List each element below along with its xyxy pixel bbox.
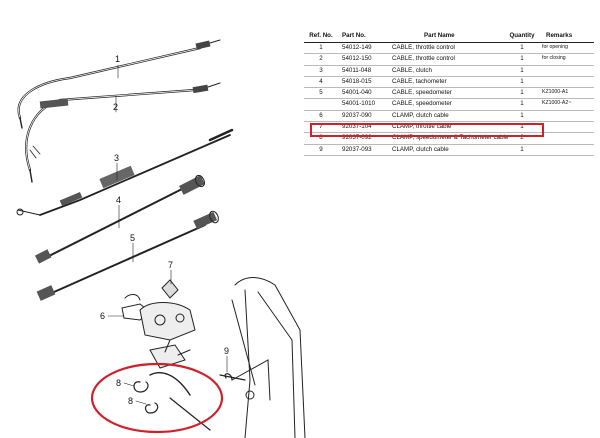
callout-5: 5 <box>130 233 135 243</box>
callout-4: 4 <box>116 195 121 205</box>
row-quantity: 1 <box>520 123 524 131</box>
table-row: 3 54011-048 CABLE, clutch 1 <box>304 66 594 77</box>
table-row: 4 54018-015 CABLE, tachometer 1 <box>304 77 594 89</box>
row-part-no: 54001-040 <box>342 89 372 97</box>
row-quantity: 1 <box>520 66 524 74</box>
row-ref: 4 <box>319 77 323 85</box>
header-quantity: Quantity <box>509 32 535 39</box>
highlight-ellipse <box>90 362 224 434</box>
row-part-no: 54011-048 <box>342 66 372 74</box>
table-row: 5 54001-040 CABLE, speedometer 1 KZ1000-A1 <box>304 88 594 100</box>
row-part-name: CABLE, tachometer <box>392 77 447 85</box>
table-header: Ref. No. Part No. Part Name Quantity Rem… <box>304 30 594 43</box>
throttle-cable-opening <box>17 39 221 129</box>
highlight-box <box>310 123 544 137</box>
row-part-name: CABLE, clutch <box>392 66 432 74</box>
row-ref: 8 <box>319 134 323 142</box>
row-part-name: CABLE, throttle control <box>392 55 455 63</box>
callout-leaders <box>107 64 228 405</box>
row-part-no: 54012-150 <box>342 55 372 63</box>
table-row: 1 54012-149 CABLE, throttle control 1 for op… <box>304 43 594 55</box>
parts-table: Ref. No. Part No. Part Name Quantity Rem… <box>304 30 594 156</box>
motorcycle-frame <box>219 277 306 438</box>
tachometer-cable <box>34 174 205 264</box>
clamp-8-rings <box>133 373 233 414</box>
callout-2: 2 <box>113 102 118 112</box>
row-quantity: 1 <box>520 55 524 63</box>
row-remarks: for opening <box>542 44 568 50</box>
table-row: 6 92037-090 CLAMP, clutch cable 1 <box>304 111 594 123</box>
callout-7: 7 <box>168 260 173 270</box>
engine-clamp-area <box>121 279 211 431</box>
row-part-name: CABLE, throttle control <box>392 44 455 51</box>
row-quantity: 2 <box>520 134 524 142</box>
throttle-cable-closing <box>25 82 221 183</box>
row-quantity: 1 <box>520 100 524 108</box>
table-row: 7 92037-104 CLAMP, throttle cable 1 <box>304 122 594 134</box>
row-quantity: 1 <box>520 44 524 51</box>
row-quantity: 1 <box>520 77 524 85</box>
row-part-name: CLAMP, clutch cable <box>392 111 449 119</box>
row-part-no: 92037-104 <box>342 123 372 131</box>
header-part-name: Part Name <box>424 32 455 39</box>
row-ref: 2 <box>319 55 323 63</box>
table-row: 8 92037-092 CLAMP, speedometer & Tachomete… <box>304 133 594 145</box>
row-remarks: KZ1000-A1 <box>542 89 569 96</box>
row-part-no: 92037-092 <box>342 134 372 142</box>
row-remarks: for closing <box>542 55 566 62</box>
row-remarks: KZ1000-A2~ <box>542 100 572 107</box>
row-ref: 3 <box>319 66 323 74</box>
callout-3: 3 <box>114 153 119 163</box>
callout-9: 9 <box>224 346 229 356</box>
table-row: 2 54012-150 CABLE, throttle control 1 for cl… <box>304 54 594 66</box>
row-ref: 7 <box>319 123 323 131</box>
row-part-no: 54018-015 <box>342 77 372 85</box>
row-ref: 1 <box>319 44 323 51</box>
row-quantity: 1 <box>520 145 524 153</box>
row-part-no: 92037-090 <box>342 111 372 119</box>
row-quantity: 1 <box>520 89 524 97</box>
row-ref: 6 <box>319 111 323 119</box>
table-row: 9 92037-093 CLAMP, clutch cable 1 <box>304 145 594 156</box>
row-part-name: CABLE, speedometer <box>392 89 452 97</box>
row-part-name: CLAMP, clutch cable <box>392 145 449 153</box>
row-part-no: 54001-1010 <box>342 100 376 108</box>
row-part-name: CLAMP, speedometer & Tachometer cable <box>392 134 509 142</box>
row-ref: 5 <box>319 89 323 97</box>
speedometer-cable <box>36 210 219 301</box>
callout-1: 1 <box>115 54 120 64</box>
callout-8a: 8 <box>116 378 121 388</box>
row-part-name: CABLE, speedometer <box>392 100 452 108</box>
header-remarks: Remarks <box>546 32 573 39</box>
header-ref-no: Ref. No. <box>309 32 333 39</box>
row-part-no: 92037-093 <box>342 145 372 153</box>
row-part-name: CLAMP, throttle cable <box>392 123 452 131</box>
row-quantity: 1 <box>520 111 524 119</box>
row-part-no: 54012-149 <box>342 44 372 51</box>
callout-6: 6 <box>100 311 105 321</box>
header-part-no: Part No. <box>342 32 366 39</box>
table-row: 54001-1010 CABLE, speedometer 1 KZ1000-A2~ <box>304 99 594 111</box>
callout-8b: 8 <box>128 396 133 406</box>
clutch-cable <box>16 128 234 216</box>
row-ref: 9 <box>319 145 323 153</box>
